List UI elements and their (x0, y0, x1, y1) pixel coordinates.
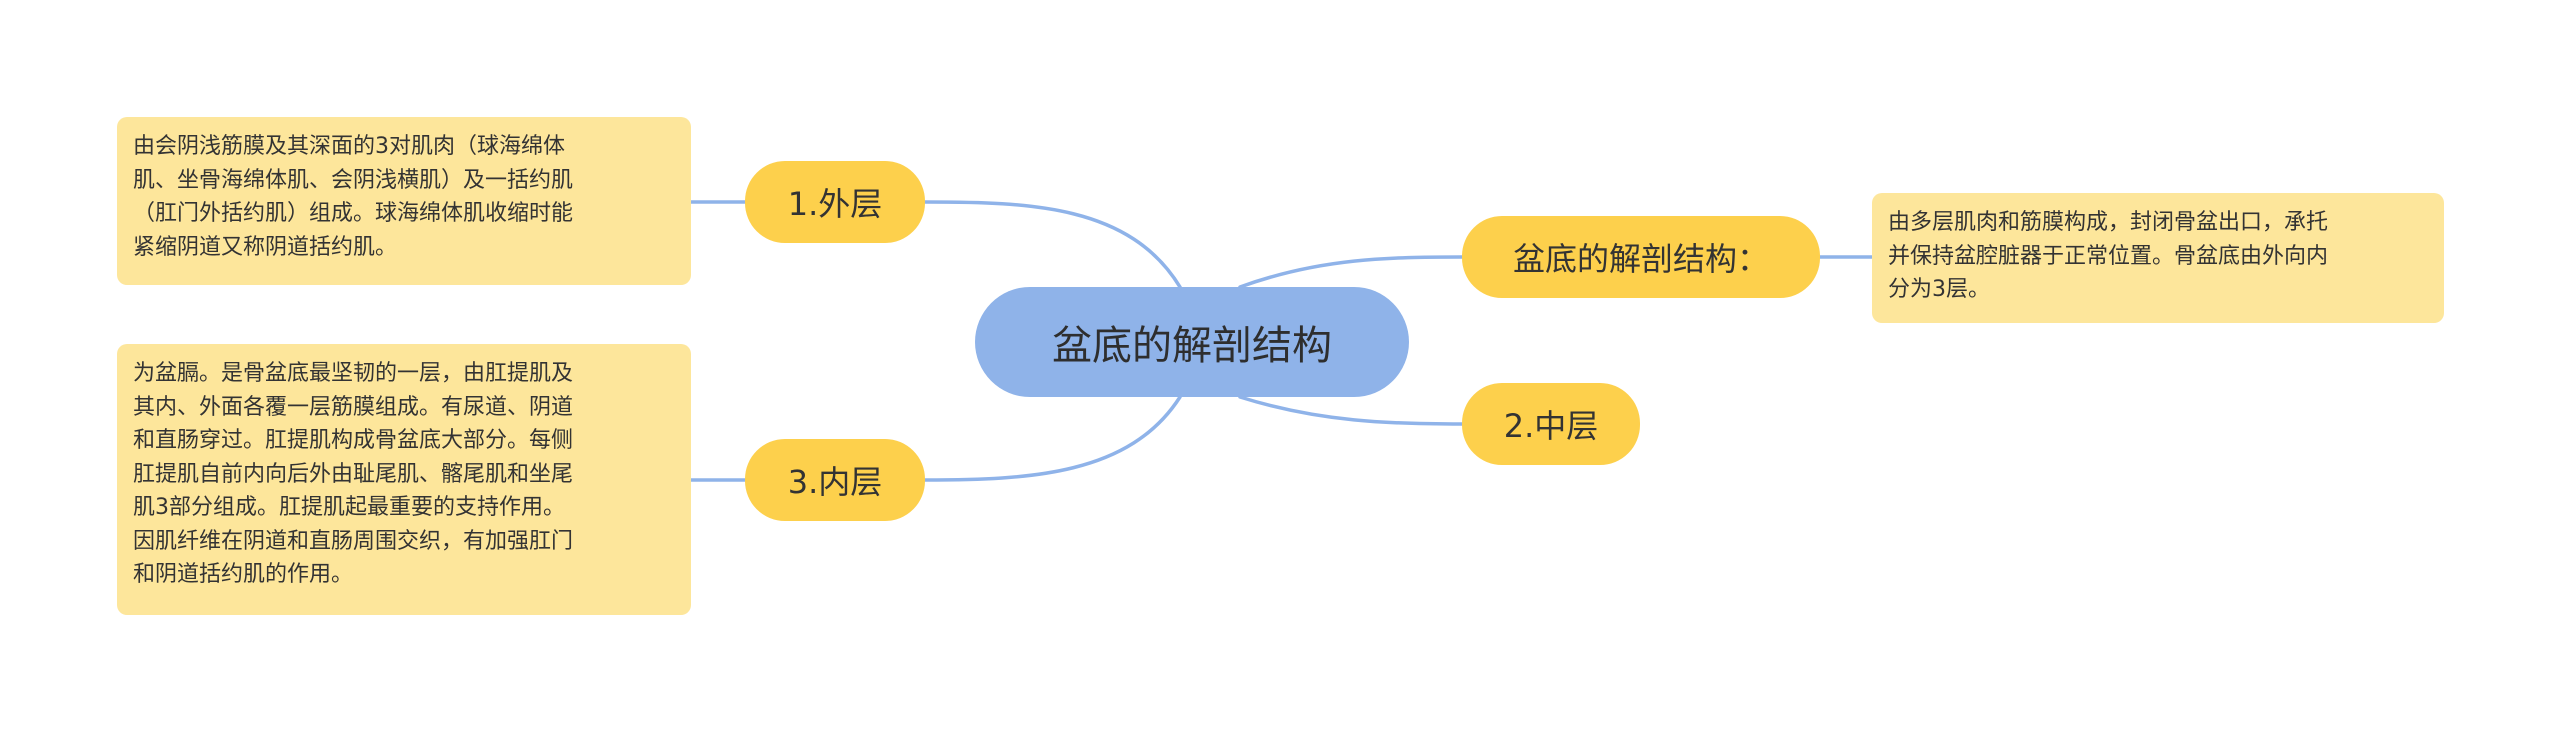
branch-outer-label: 1.外层 (787, 185, 883, 223)
link-root-middle (1238, 395, 1464, 426)
note-line: 肌3部分组成。肛提肌起最重要的支持作用。 (133, 495, 565, 520)
root-label: 盆底的解剖结构 (1052, 323, 1332, 369)
branch-inner-layer[interactable]: 3.内层 (745, 439, 925, 521)
link-root-structure (1238, 255, 1464, 289)
link-root-outer (923, 200, 1182, 289)
note-line: （肛门外括约肌）组成。球海绵体肌收缩时能 (133, 201, 574, 226)
root-node[interactable]: 盆底的解剖结构 (975, 287, 1409, 397)
note-line: 肌、坐骨海绵体肌、会阴浅横肌）及一括约肌 (133, 167, 574, 193)
branch-middle-label: 2.中层 (1503, 407, 1599, 445)
note-outer-layer[interactable]: 由会阴浅筋膜及其深面的3对肌肉（球海绵体 肌、坐骨海绵体肌、会阴浅横肌）及一括约… (117, 117, 691, 285)
branch-anatomy-structure[interactable]: 盆底的解剖结构： (1462, 216, 1820, 298)
branch-structure-label: 盆底的解剖结构： (1512, 240, 1769, 278)
note-anatomy-structure[interactable]: 由多层肌肉和筋膜构成，封闭骨盆出口，承托 并保持盆腔脏器于正常位置。骨盆底由外向… (1872, 193, 2444, 323)
note-line: 紧缩阴道又称阴道括约肌。 (133, 234, 398, 260)
note-line: 分为3层。 (1888, 277, 1990, 302)
note-line: 由会阴浅筋膜及其深面的3对肌肉（球海绵体 (133, 134, 565, 159)
note-line: 其内、外面各覆一层筋膜组成。有尿道、阴道 (133, 394, 574, 420)
branch-middle-layer[interactable]: 2.中层 (1462, 383, 1640, 465)
link-root-inner (923, 395, 1182, 482)
note-line: 由多层肌肉和筋膜构成，封闭骨盆出口，承托 (1888, 210, 2329, 235)
note-inner-layer[interactable]: 为盆膈。是骨盆底最坚韧的一层，由肛提肌及 其内、外面各覆一层筋膜组成。有尿道、阴… (117, 344, 691, 615)
branch-outer-layer[interactable]: 1.外层 (745, 161, 925, 243)
note-line: 并保持盆腔脏器于正常位置。骨盆底由外向内 (1888, 243, 2329, 269)
note-line: 肛提肌自前内向后外由耻尾肌、髂尾肌和坐尾 (133, 461, 574, 487)
note-line: 和直肠穿过。肛提肌构成骨盆底大部分。每侧 (133, 428, 574, 453)
note-line: 因肌纤维在阴道和直肠周围交织，有加强肛门 (133, 528, 574, 554)
note-line: 为盆膈。是骨盆底最坚韧的一层，由肛提肌及 (133, 361, 574, 386)
note-line: 和阴道括约肌的作用。 (133, 562, 354, 587)
branch-inner-label: 3.内层 (787, 463, 883, 501)
